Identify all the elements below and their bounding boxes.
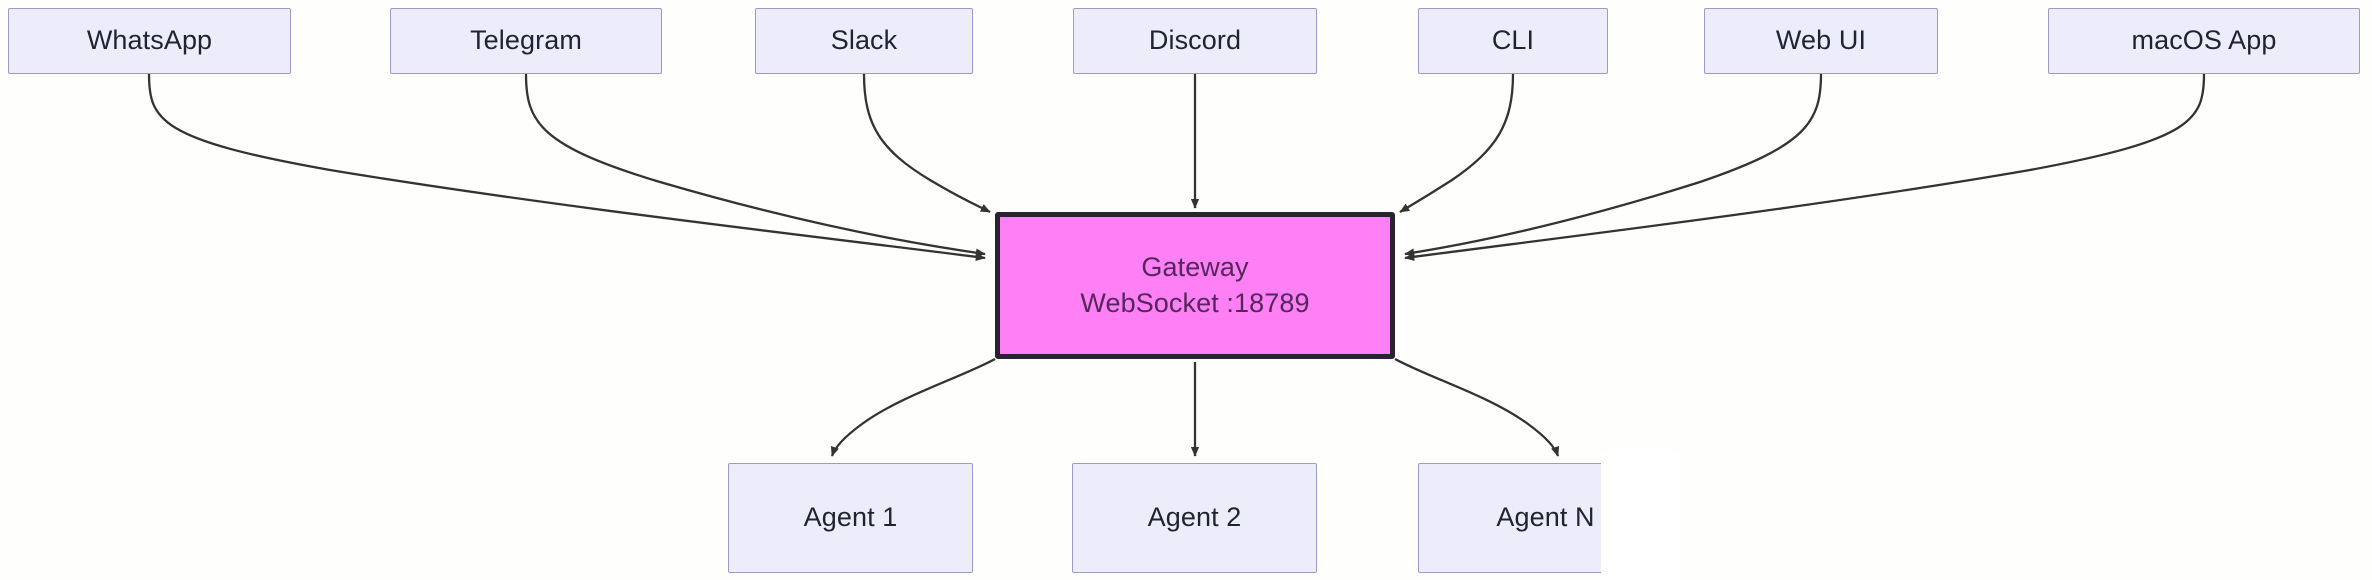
edge-cli-gateway <box>1399 73 1515 213</box>
node-label: Agent 1 <box>803 502 898 533</box>
node-discord[interactable]: Discord <box>1073 8 1317 74</box>
node-label: Agent N <box>1496 502 1595 533</box>
node-label: Slack <box>830 25 898 56</box>
node-macos-app[interactable]: macOS App <box>2048 8 2360 74</box>
node-label: macOS App <box>2131 25 2277 56</box>
gateway-title: Gateway <box>1141 251 1249 282</box>
node-label: CLI <box>1491 25 1535 56</box>
gateway-endpoint: WebSocket :18789 <box>1080 287 1310 318</box>
edge-slack-gateway <box>862 73 991 214</box>
edge-whatsapp-gateway <box>147 73 986 261</box>
node-label: Agent 2 <box>1147 502 1242 533</box>
node-whatsapp[interactable]: WhatsApp <box>8 8 291 74</box>
overlay-clip-upper <box>1601 452 1679 532</box>
node-telegram[interactable]: Telegram <box>390 8 662 74</box>
node-label: Web UI <box>1775 25 1867 56</box>
node-label: Telegram <box>470 25 582 56</box>
edge-macos-gateway <box>1404 73 2206 261</box>
node-cli[interactable]: CLI <box>1418 8 1608 74</box>
edge-gateway-agent-n <box>1394 357 1560 457</box>
overlay-clip-lower <box>1601 532 1680 580</box>
edge-gateway-agent-1 <box>830 357 996 457</box>
node-web-ui[interactable]: Web UI <box>1704 8 1938 74</box>
node-label: Discord <box>1148 25 1242 56</box>
node-agent-1[interactable]: Agent 1 <box>728 463 973 573</box>
edge-telegram-gateway <box>524 73 986 257</box>
node-agent-2[interactable]: Agent 2 <box>1072 463 1317 573</box>
node-label: WhatsApp <box>86 25 213 56</box>
edge-webui-gateway <box>1404 73 1823 257</box>
node-gateway[interactable]: Gateway WebSocket :18789 <box>995 212 1395 359</box>
node-slack[interactable]: Slack <box>755 8 973 74</box>
